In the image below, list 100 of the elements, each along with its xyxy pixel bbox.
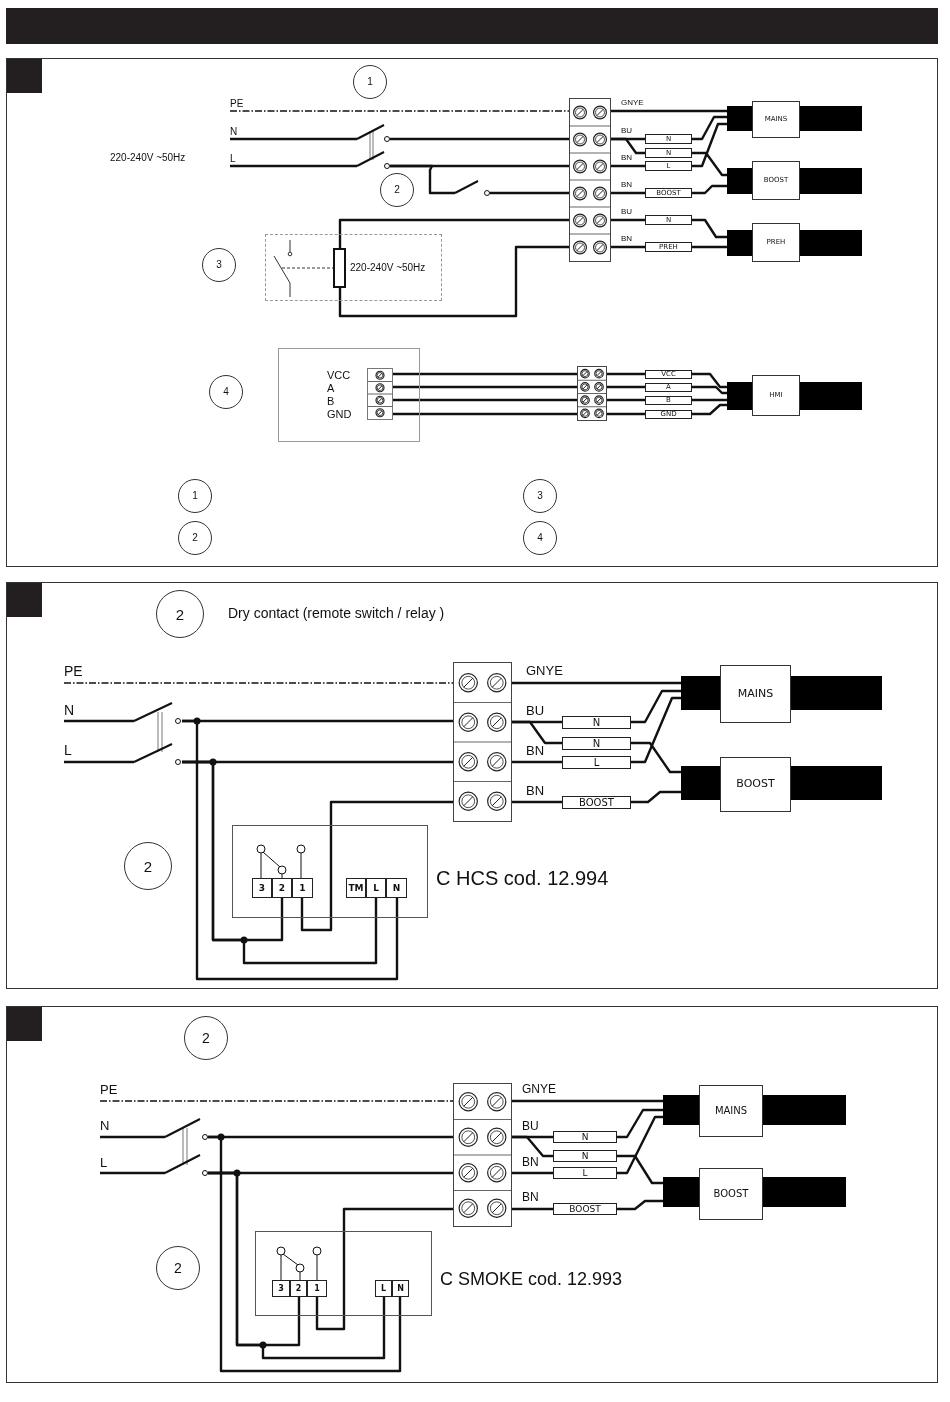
terminal-block [453,662,512,822]
wire [393,385,577,389]
wire [512,1207,553,1211]
sleeve-label: L [582,1168,588,1178]
terminal-label: 1 [314,1284,320,1293]
callout-number: 3 [216,260,222,270]
wire-label: 220-240V ~50Hz [110,152,186,164]
wire [611,191,645,195]
wire-sleeve [645,215,692,225]
wire [631,696,681,764]
wire [611,245,645,249]
terminal-block [453,1083,512,1227]
wire [512,681,681,685]
wire [607,385,645,389]
wire-label: N [230,126,246,139]
edge-label: BN [620,153,634,163]
wire-sleeve [562,796,631,809]
wire-sleeve [645,161,692,171]
callout-number: 4 [537,533,543,543]
edge-label: BU [620,126,634,136]
terminal [252,878,272,898]
wire [393,372,577,376]
callout-number: 3 [537,491,543,501]
pin-label: GND [327,408,352,421]
terminal-label: N [392,883,401,893]
controller-box [232,825,428,918]
wire [692,115,727,141]
sleeve-label: BOOST [579,797,614,808]
sleeve-label: N [581,1151,589,1161]
wire [512,720,562,745]
wire-sleeve [553,1203,617,1215]
edge-label: GNYE [620,98,645,108]
diagram-panel [6,58,938,567]
terminal [307,1280,327,1297]
wire [182,719,453,723]
wire-label: L [100,1156,116,1173]
terminal [346,878,366,898]
wire [490,191,569,195]
edge-label: BU [620,207,634,217]
wire [611,109,727,113]
callout-number: 2 [394,185,400,195]
wire-sleeve [553,1131,617,1143]
cable-label: BOOST [720,757,791,812]
terminal [366,878,386,898]
wire-sleeve [553,1150,617,1162]
wire [692,218,727,239]
wire [692,184,727,195]
wire [631,689,681,724]
wire [607,412,645,416]
wire [390,164,569,168]
wire-sleeve [645,134,692,144]
wire [390,137,569,141]
diagram-panel [6,1006,938,1383]
device-name: C HCS cod. 12.994 [436,867,609,890]
callout-number: 2 [143,858,153,874]
pin-label: A [327,382,335,395]
terminal [292,878,313,898]
wire [63,682,454,684]
wire-sleeve [645,242,692,252]
switch-symbol [134,700,182,766]
wire [338,245,569,318]
wire [229,110,570,112]
wire-sleeve [645,410,692,419]
device-name: C SMOKE cod. 12.993 [440,1269,623,1290]
wire-label: PE [230,98,250,111]
wire [230,137,357,141]
wire [64,719,134,723]
wire [338,218,569,248]
edge-label: BN [620,234,634,244]
terminal-label: 2 [295,1284,302,1293]
description-text: Dry contact (remote switch / relay ) [228,605,445,622]
controller-box [255,1231,432,1316]
wire [692,245,727,249]
switch-symbol [165,1116,208,1178]
wire-label: L [230,153,244,166]
wire [692,403,727,416]
wire [692,151,727,177]
wire-sleeve [645,148,692,158]
wire-sleeve [645,370,692,379]
wire [617,1108,663,1139]
wire-label: N [100,1119,118,1137]
callout-number: 1 [367,77,373,87]
cable-label: MAINS [720,665,791,723]
edge-label: BN [620,180,634,190]
wire [617,1199,663,1211]
wire [300,800,453,932]
callout-number: 4 [223,387,229,397]
dashed-enclosure [265,234,442,301]
callout-number: 2 [202,1031,210,1045]
terminal-label: L [380,1284,387,1293]
cable-label: MAINS [699,1085,763,1137]
cable-label: BOOST [699,1168,763,1220]
pin-label: VCC [327,369,351,382]
voltage-label: 220-240V ~50Hz [350,262,426,274]
wire [631,741,681,774]
wire [99,1100,454,1102]
callout-number: 1 [192,491,198,501]
wire [611,164,645,168]
wire [692,122,727,168]
sleeve-label: BOOST [569,1204,601,1214]
